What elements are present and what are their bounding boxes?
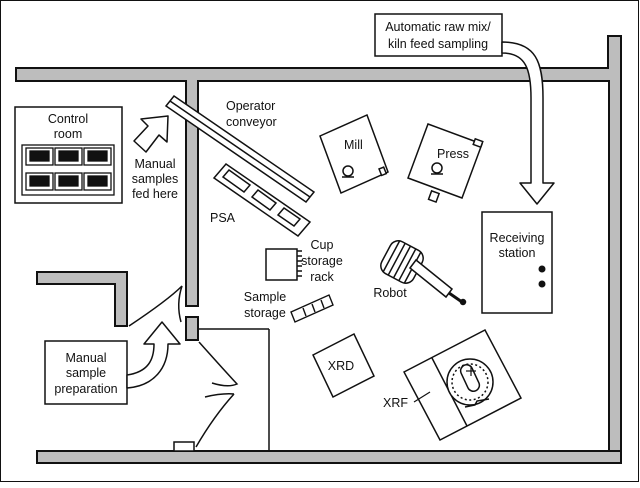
mill-foot bbox=[378, 166, 388, 177]
xrf-leader-line bbox=[413, 391, 431, 403]
psa-unit bbox=[212, 162, 312, 238]
press-handle bbox=[472, 137, 484, 149]
manual-samples-arrow bbox=[133, 115, 169, 153]
monitor-screen-icon bbox=[58, 150, 79, 162]
robot-rib bbox=[382, 240, 401, 273]
xrf-unit bbox=[402, 328, 523, 442]
xrd-body bbox=[312, 332, 375, 399]
press-foot bbox=[427, 189, 441, 204]
door-swing-left bbox=[128, 285, 183, 327]
control-room-label-1: Control bbox=[48, 112, 88, 126]
press-body bbox=[407, 123, 483, 199]
xrf-label: XRF bbox=[383, 396, 408, 410]
manual-samples-label-3: fed here bbox=[132, 187, 178, 201]
operator-conveyor-label-2: conveyor bbox=[226, 115, 277, 129]
rack-divider bbox=[320, 299, 325, 309]
manual-prep-label-1: Manual bbox=[66, 351, 107, 365]
cup-rack-box bbox=[265, 248, 298, 281]
door-swing-lower bbox=[195, 393, 235, 448]
xrd-label: XRD bbox=[328, 359, 354, 373]
conveyor-belt-center bbox=[169, 100, 311, 198]
sample-storage-label-2: storage bbox=[244, 306, 286, 320]
control-room: Control room bbox=[14, 106, 123, 204]
xrf-dial-ticks bbox=[451, 363, 489, 401]
rack-divider bbox=[302, 307, 307, 317]
psa-slot-icon bbox=[250, 188, 278, 212]
robot-tip bbox=[459, 298, 467, 306]
auto-sampling-box bbox=[374, 13, 503, 57]
walls bbox=[15, 35, 622, 464]
manual-prep-arrow bbox=[126, 321, 181, 389]
door-stop bbox=[173, 441, 195, 452]
auto-sampling-label-2: kiln feed sampling bbox=[388, 37, 488, 51]
auto-sampling: Automatic raw mix/ kiln feed sampling bbox=[374, 13, 555, 205]
left-wall-segment bbox=[36, 271, 128, 327]
robot-label: Robot bbox=[373, 286, 407, 300]
press-unit bbox=[407, 123, 484, 204]
receiving-label-2: station bbox=[499, 246, 536, 260]
control-room-label-2: room bbox=[54, 127, 82, 141]
psa-slot-icon bbox=[221, 168, 252, 194]
mill-body bbox=[319, 113, 389, 195]
mill-unit bbox=[319, 113, 389, 195]
operator-conveyor-label-1: Operator bbox=[226, 99, 275, 113]
manual-samples-label-1: Manual bbox=[135, 157, 176, 171]
xrf-lever bbox=[464, 398, 490, 408]
monitor-bank bbox=[21, 144, 115, 196]
press-label: Press bbox=[437, 147, 469, 161]
door-wall-segment bbox=[185, 316, 199, 341]
robot-rib bbox=[392, 245, 412, 279]
receiving-station: Receiving station bbox=[481, 211, 553, 314]
receiving-label-1: Receiving bbox=[490, 231, 545, 245]
partitions bbox=[128, 285, 270, 452]
auto-sampling-arrow bbox=[501, 41, 555, 205]
monitor-screen-icon bbox=[87, 175, 108, 187]
sample-rack-body bbox=[290, 294, 334, 323]
monitor-screen-icon bbox=[29, 150, 50, 162]
robot-gripper bbox=[448, 291, 463, 304]
robot-arm bbox=[408, 258, 454, 299]
rack-divider bbox=[311, 303, 316, 313]
top-wall bbox=[15, 35, 622, 459]
bottom-wall bbox=[36, 450, 622, 464]
manual-prep-label-2: sample bbox=[66, 366, 106, 380]
mill-label: Mill bbox=[344, 138, 363, 152]
door-swing-upper bbox=[198, 341, 239, 387]
xrf-sample-slot bbox=[459, 363, 481, 393]
psa-label: PSA bbox=[210, 211, 236, 225]
xrd-unit: XRD bbox=[312, 332, 375, 399]
robot-rib bbox=[387, 242, 406, 276]
cup-storage-rack bbox=[265, 248, 302, 281]
manual-prep-box bbox=[44, 340, 128, 405]
manual-prep: Manual sample preparation bbox=[44, 321, 181, 405]
mill-bowl-icon bbox=[342, 165, 354, 177]
manual-samples-label-2: samples bbox=[132, 172, 179, 186]
monitor-screen-icon bbox=[29, 175, 50, 187]
cup-storage-label-2: storage bbox=[301, 254, 343, 268]
cup-storage-label-1: Cup bbox=[311, 238, 334, 252]
cup-storage-label-3: rack bbox=[310, 270, 334, 284]
auto-sampling-label-1: Automatic raw mix/ bbox=[385, 20, 491, 34]
sample-storage-label-1: Sample bbox=[244, 290, 286, 304]
press-die-icon bbox=[431, 162, 443, 174]
receiving-indicator-icon bbox=[538, 265, 546, 273]
psa-slot-icon bbox=[276, 207, 302, 227]
monitor-screen-icon bbox=[87, 150, 108, 162]
receiving-indicator-icon bbox=[538, 280, 546, 288]
robot-rib bbox=[398, 248, 417, 282]
sample-storage-rack bbox=[290, 294, 334, 323]
robot-icon bbox=[380, 240, 467, 306]
operator-conveyor bbox=[164, 94, 316, 204]
manual-prep-label-3: preparation bbox=[54, 382, 117, 396]
receiving-station-box bbox=[481, 211, 553, 314]
monitor-screen-icon bbox=[58, 175, 79, 187]
